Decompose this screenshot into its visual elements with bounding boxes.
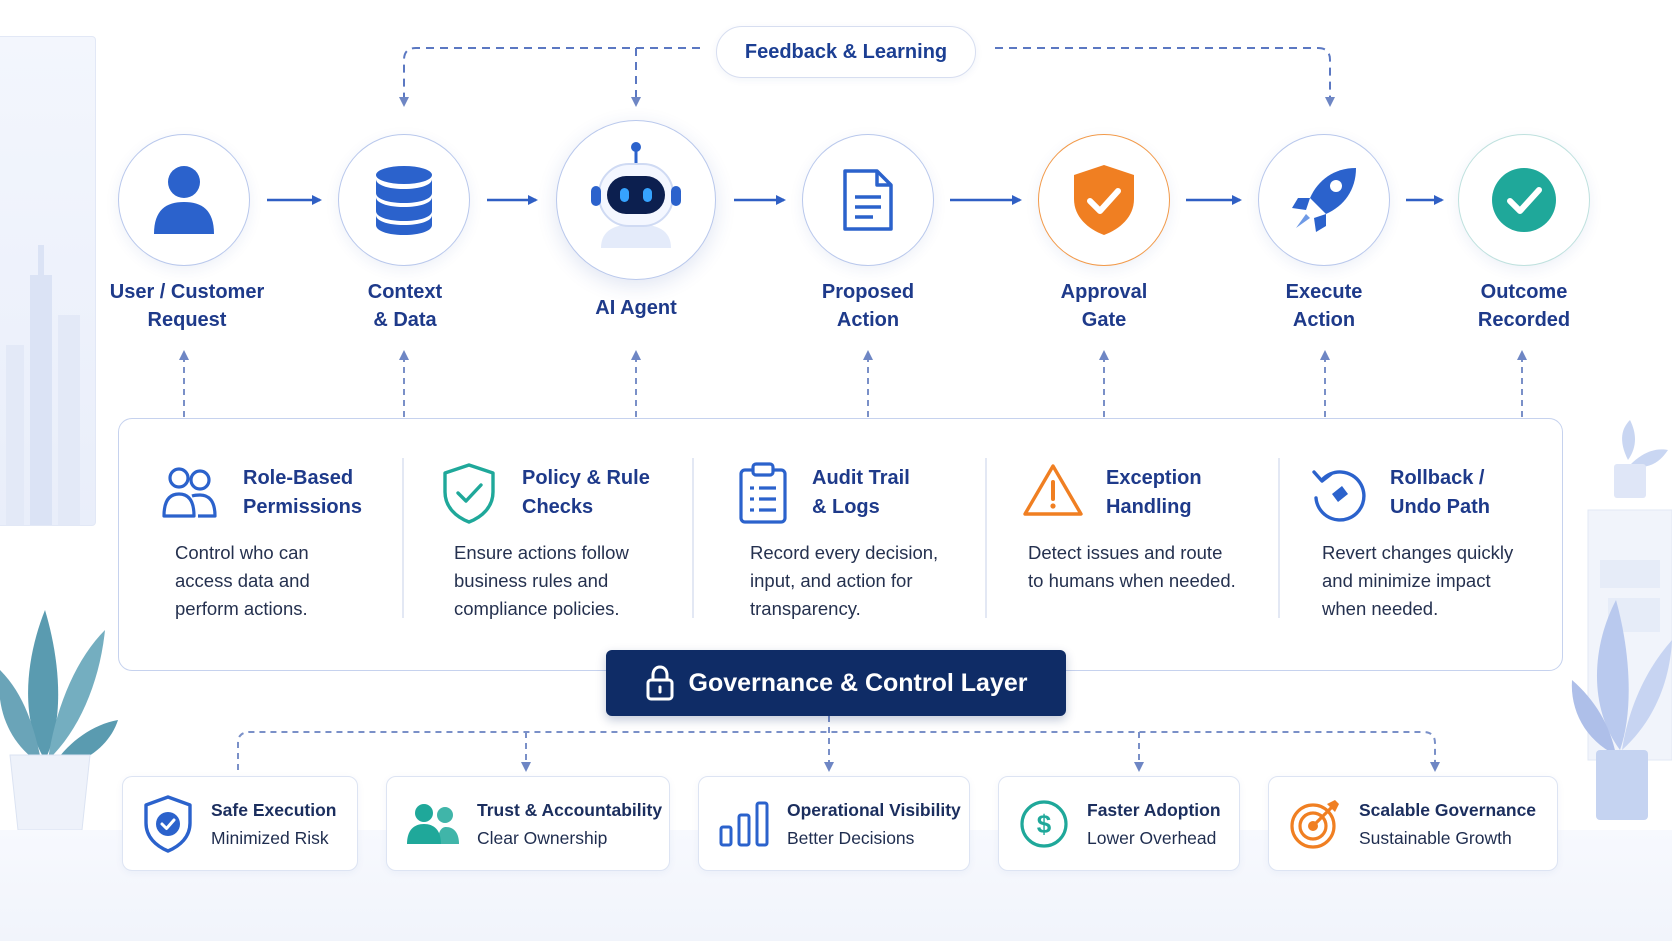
outcome-card-faster-adoption: $ Faster Adoption Lower Overhead xyxy=(998,776,1240,871)
database-icon xyxy=(376,166,432,235)
flow-label-user-request: User / Customer Request xyxy=(109,281,265,331)
gov-item-desc: Control who can access data and perform … xyxy=(175,542,310,619)
gov-item-desc: Ensure actions follow business rules and… xyxy=(454,542,629,619)
divider xyxy=(985,458,987,618)
gov-item-title: Rollback / Undo Path xyxy=(1390,467,1490,518)
flow-node-ai-agent xyxy=(556,120,716,280)
governance-title: Governance & Control Layer xyxy=(688,668,1028,697)
divider xyxy=(692,458,694,618)
flow-label-ai-agent: AI Agent xyxy=(595,297,677,319)
outcome-subtitle: Minimized Risk xyxy=(211,827,329,848)
divider xyxy=(402,458,404,618)
flow-node-user-request xyxy=(118,134,250,266)
plant-left-decoration xyxy=(0,610,118,831)
outcome-card-trust: Trust & Accountability Clear Ownership xyxy=(386,776,670,871)
check-circle-icon xyxy=(1492,168,1556,232)
flow-node-proposed-action xyxy=(802,134,934,266)
outcome-card-safe-execution: Safe Execution Minimized Risk xyxy=(122,776,358,871)
rocket-icon xyxy=(1292,168,1356,232)
gov-item-desc: Record every decision, input, and action… xyxy=(750,542,939,619)
outcome-subtitle: Lower Overhead xyxy=(1087,827,1217,848)
gov-item-title: Policy & Rule Checks xyxy=(522,467,650,518)
plant-right-decoration xyxy=(1571,420,1672,820)
warning-icon xyxy=(1023,464,1083,516)
flow-node-context-data xyxy=(338,134,470,266)
governance-box xyxy=(118,418,1563,671)
outcome-subtitle: Sustainable Growth xyxy=(1359,827,1512,848)
outcome-title: Trust & Accountability xyxy=(477,799,663,820)
robot-icon xyxy=(591,142,681,248)
flow-label-approval-gate: Approval Gate xyxy=(1060,281,1148,331)
gov-item-title: Audit Trail & Logs xyxy=(812,467,910,518)
target-icon xyxy=(1289,798,1341,850)
outcome-title: Scalable Governance xyxy=(1359,799,1537,820)
divider xyxy=(1278,458,1280,618)
city-skyline-decoration xyxy=(6,245,80,525)
outcome-subtitle: Better Decisions xyxy=(787,827,915,848)
flow-node-execute-action xyxy=(1258,134,1390,266)
users-icon xyxy=(162,467,217,518)
lock-icon xyxy=(646,665,673,701)
flow-label-outcome-recorded: Outcome Recorded xyxy=(1477,281,1571,331)
flow-label-execute-action: Execute Action xyxy=(1285,281,1363,331)
gov-item-title: Exception Handling xyxy=(1106,467,1202,518)
shield-check-icon xyxy=(143,794,193,853)
governance-control-layer-banner: Governance & Control Layer xyxy=(606,650,1066,716)
flow-label-proposed-action: Proposed Action xyxy=(821,281,915,331)
document-icon xyxy=(843,169,893,231)
clipboard-icon xyxy=(739,462,787,524)
gov-item-desc: Detect issues and route to humans when n… xyxy=(1028,542,1236,591)
feedback-label: Feedback & Learning xyxy=(744,40,948,63)
shield-icon xyxy=(443,463,495,524)
user-icon xyxy=(154,166,214,234)
shield-check-icon xyxy=(1074,165,1134,235)
outcome-card-visibility: Operational Visibility Better Decisions xyxy=(698,776,970,871)
outcome-title: Faster Adoption xyxy=(1087,799,1221,820)
dollar-icon: $ xyxy=(1019,799,1069,849)
gov-item-title: Role-Based Permissions xyxy=(243,467,362,518)
flow-node-outcome-recorded xyxy=(1458,134,1590,266)
outcome-title: Safe Execution xyxy=(211,799,337,820)
gov-item-desc: Revert changes quickly and minimize impa… xyxy=(1322,542,1514,619)
undo-icon xyxy=(1312,470,1366,522)
people-icon xyxy=(407,802,459,846)
outcome-subtitle: Clear Ownership xyxy=(477,827,608,848)
outcome-title: Operational Visibility xyxy=(787,799,961,820)
feedback-learning-pill: Feedback & Learning xyxy=(716,26,976,78)
flow-label-context-data: Context & Data xyxy=(367,281,443,331)
bar-chart-icon xyxy=(719,801,769,847)
flow-node-approval-gate xyxy=(1038,134,1170,266)
outcome-card-scalable-governance: Scalable Governance Sustainable Growth xyxy=(1268,776,1558,871)
svg-text:$: $ xyxy=(1037,809,1052,839)
